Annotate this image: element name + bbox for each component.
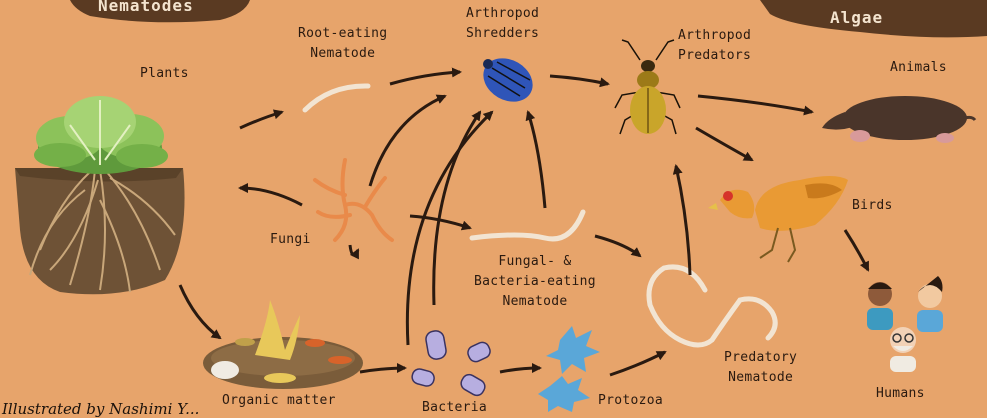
predatory-nematode-label: Predatory Nematode [724,348,797,388]
arthropod-shredders-line1: Arthropod [466,4,539,24]
organic-matter-label: Organic matter [222,391,336,411]
predatory-nematode-line1: Predatory [724,348,797,368]
protozoa-label: Protozoa [598,391,663,411]
worm-icon [305,86,368,110]
fungal-nematode-label: Fungal- & Bacteria-eating Nematode [474,252,596,312]
illustrator-credit: Illustrated by Nashimi Y... [2,400,199,418]
humans-label: Humans [876,384,925,404]
arthropod-predators-line1: Arthropod [678,26,751,46]
coiled-worm-icon [649,267,775,345]
pill-bug-icon [475,50,540,111]
fungal-nematode-line2: Bacteria-eating [474,272,596,292]
arthropod-shredders-line2: Shredders [466,24,539,44]
banner-right-label: Algae [830,8,883,27]
hen-icon [708,176,848,262]
fungal-nematode-line3: Nematode [474,292,596,312]
fungi-icon [315,160,392,240]
fungi-label: Fungi [270,230,311,250]
predatory-nematode-line2: Nematode [724,368,797,388]
worm-icon [472,212,583,239]
arthropod-shredders-label: Arthropod Shredders [466,4,539,44]
lettuce-plant-icon [15,96,185,294]
mole-icon [822,96,975,143]
bacteria-icon [411,330,493,398]
arthropod-predators-line2: Predators [678,46,751,66]
people-icon [867,276,943,372]
fungal-nematode-line1: Fungal- & [474,252,596,272]
compost-icon [203,300,363,389]
bacteria-label: Bacteria [422,398,487,418]
birds-label: Birds [852,196,893,216]
banner-left-label: Nematodes [98,0,194,15]
protozoa-icon [538,326,600,412]
beetle-icon [615,40,680,134]
root-nematode-label: Root-eating Nematode [298,24,387,64]
arthropod-predators-label: Arthropod Predators [678,26,751,66]
root-nematode-line1: Root-eating [298,24,387,44]
root-nematode-line2: Nematode [298,44,387,64]
animals-label: Animals [890,58,947,78]
plants-label: Plants [140,64,189,84]
